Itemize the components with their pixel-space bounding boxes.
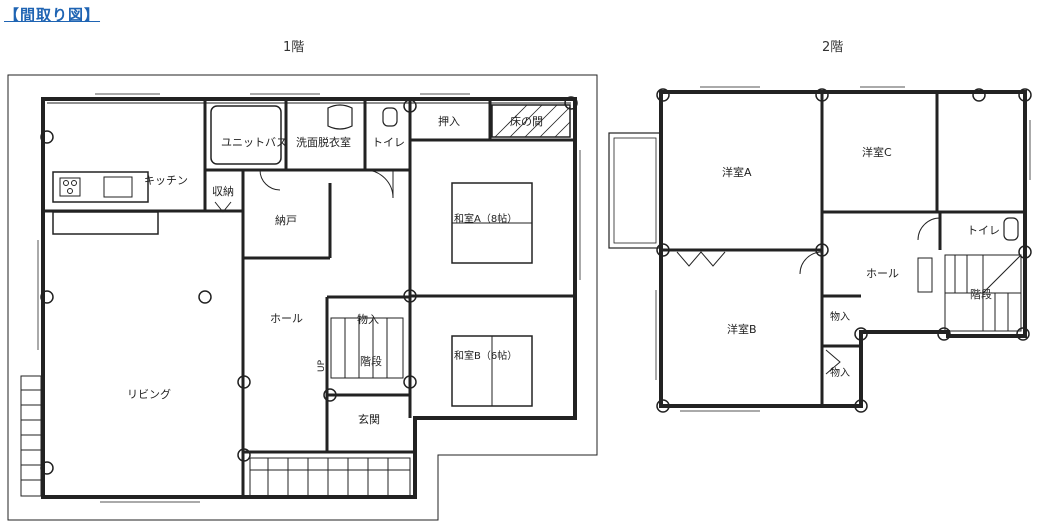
site-boundary <box>7 74 598 521</box>
room-label-washroom: 洗面脱衣室 <box>296 135 351 149</box>
room-label-oshiire: 押入 <box>438 114 460 128</box>
room-label-closet-2f-2: 物入 <box>830 366 850 379</box>
room-label-unit-bath: ユニットバス <box>221 136 287 149</box>
room-label-toilet-2f: トイレ <box>967 224 1000 237</box>
room-label-room-b: 洋室B <box>727 322 757 336</box>
stairs-up-label: UP <box>317 359 327 372</box>
room-label-living: リビング <box>127 387 171 401</box>
room-label-room-c: 洋室C <box>862 145 892 159</box>
room-label-washitsu-b: 和室B（6帖） <box>454 349 517 362</box>
floor-1-title: 1階 <box>283 40 305 55</box>
room-label-stairs-2f: 階段 <box>970 287 992 301</box>
plan-header: 【間取り図】 <box>4 6 101 24</box>
room-label-washitsu-a: 和室A（8帖） <box>454 212 517 225</box>
floor-2-title: 2階 <box>822 40 844 55</box>
floor-1-plan <box>7 74 598 521</box>
room-label-toilet-1f: トイレ <box>372 136 405 149</box>
room-label-stairs-1f: 階段 <box>360 354 382 368</box>
room-label-closet-2f-1: 物入 <box>830 310 850 323</box>
room-label-nando: 納戸 <box>275 214 297 227</box>
room-label-kitchen: キッチン <box>144 174 188 187</box>
bathtub <box>210 105 282 165</box>
room-label-hall-1f: ホール <box>270 312 303 325</box>
balcony <box>608 132 662 249</box>
room-label-tokonoma: 床の間 <box>510 114 543 128</box>
structural-columns-2f <box>656 88 1032 413</box>
room-label-entrance: 玄関 <box>358 412 380 426</box>
structural-columns <box>40 96 578 475</box>
room-label-closet-1f: 物入 <box>357 312 379 326</box>
exterior-wall-2f <box>659 90 1027 408</box>
room-label-storage: 収納 <box>212 185 234 198</box>
room-label-room-a: 洋室A <box>722 165 752 179</box>
kitchen-counter <box>52 171 149 203</box>
exterior-wall <box>41 97 577 499</box>
floor-2-plan <box>608 86 1032 413</box>
room-label-hall-2f: ホール <box>866 267 899 280</box>
